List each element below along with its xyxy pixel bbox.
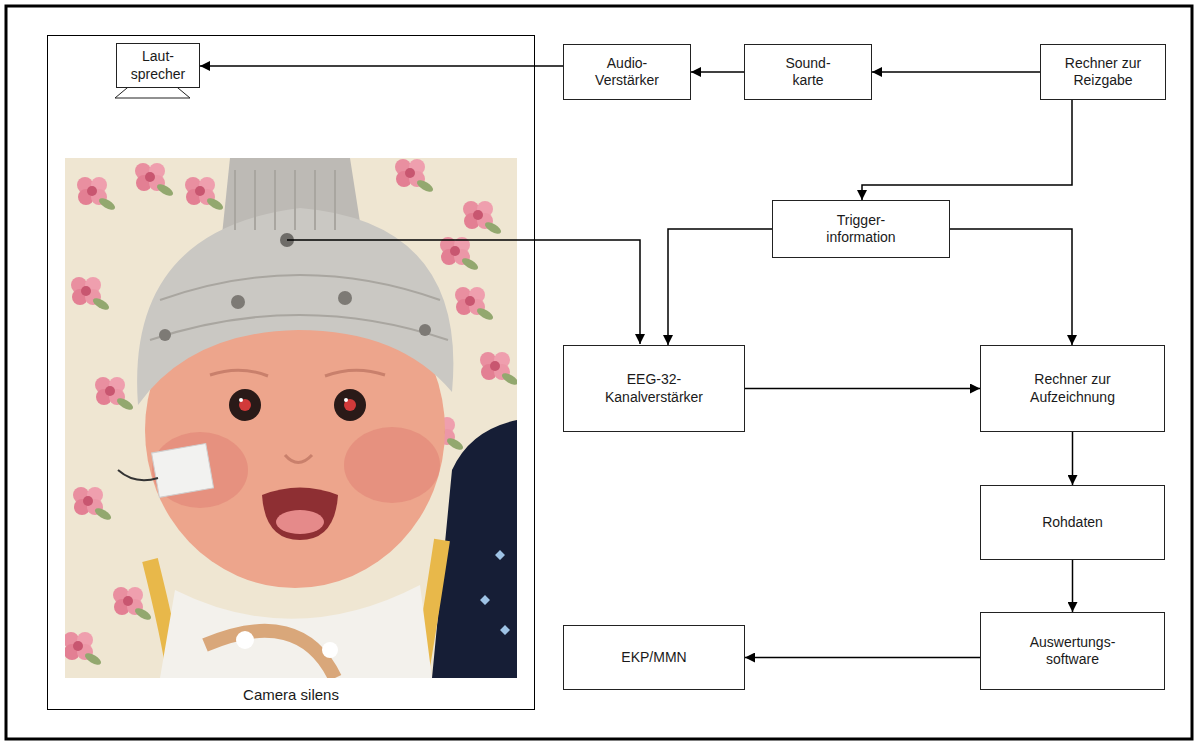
outer-frame bbox=[6, 6, 1192, 739]
arrow-connector bbox=[745, 388, 980, 390]
process-box: Audio- Verstärker bbox=[563, 44, 691, 100]
box-label: Sound- karte bbox=[776, 55, 840, 90]
computer-box: Rechner zur Aufzeichnung bbox=[980, 345, 1165, 432]
electrode-wire bbox=[287, 240, 640, 344]
box-label: Auswertungs- software bbox=[1018, 634, 1128, 669]
arrow-connector bbox=[1072, 432, 1074, 485]
infant-photo bbox=[65, 158, 517, 678]
arrow-connector bbox=[668, 229, 772, 345]
data-box: Rohdaten bbox=[980, 485, 1165, 560]
arrow-connector bbox=[1072, 560, 1074, 612]
arrow-connector bbox=[745, 657, 980, 659]
box-label: Trigger- information bbox=[811, 212, 911, 247]
arrow-connector bbox=[200, 65, 563, 67]
box-label: EEG-32- Kanalverstärker bbox=[594, 371, 714, 406]
computer-box: Rechner zur Reizgabe bbox=[1040, 44, 1166, 100]
box-label: Laut- sprecher bbox=[123, 48, 193, 83]
chamber-panel: Camera silens Laut- sprecher bbox=[47, 35, 535, 710]
box-label: EKP/MMN bbox=[621, 649, 686, 667]
caption-label: Camera silens bbox=[48, 686, 534, 705]
process-box: Sound- karte bbox=[744, 44, 872, 100]
arrow-connector bbox=[691, 71, 744, 73]
speaker-box: Laut- sprecher bbox=[116, 43, 200, 88]
box-label: Audio- Verstärker bbox=[585, 55, 669, 90]
arrow-connector bbox=[950, 229, 1072, 345]
process-box: Trigger- information bbox=[772, 200, 950, 258]
box-label: Rechner zur Aufzeichnung bbox=[1010, 371, 1135, 406]
arrow-connector bbox=[862, 100, 1072, 200]
software-box: Auswertungs- software bbox=[980, 612, 1165, 690]
arrow-connector bbox=[872, 71, 1040, 73]
box-label: Rechner zur Reizgabe bbox=[1048, 55, 1158, 90]
result-box: EKP/MMN bbox=[563, 625, 745, 690]
box-label: Rohdaten bbox=[1042, 514, 1103, 532]
amplifier-box: EEG-32- Kanalverstärker bbox=[563, 345, 745, 432]
